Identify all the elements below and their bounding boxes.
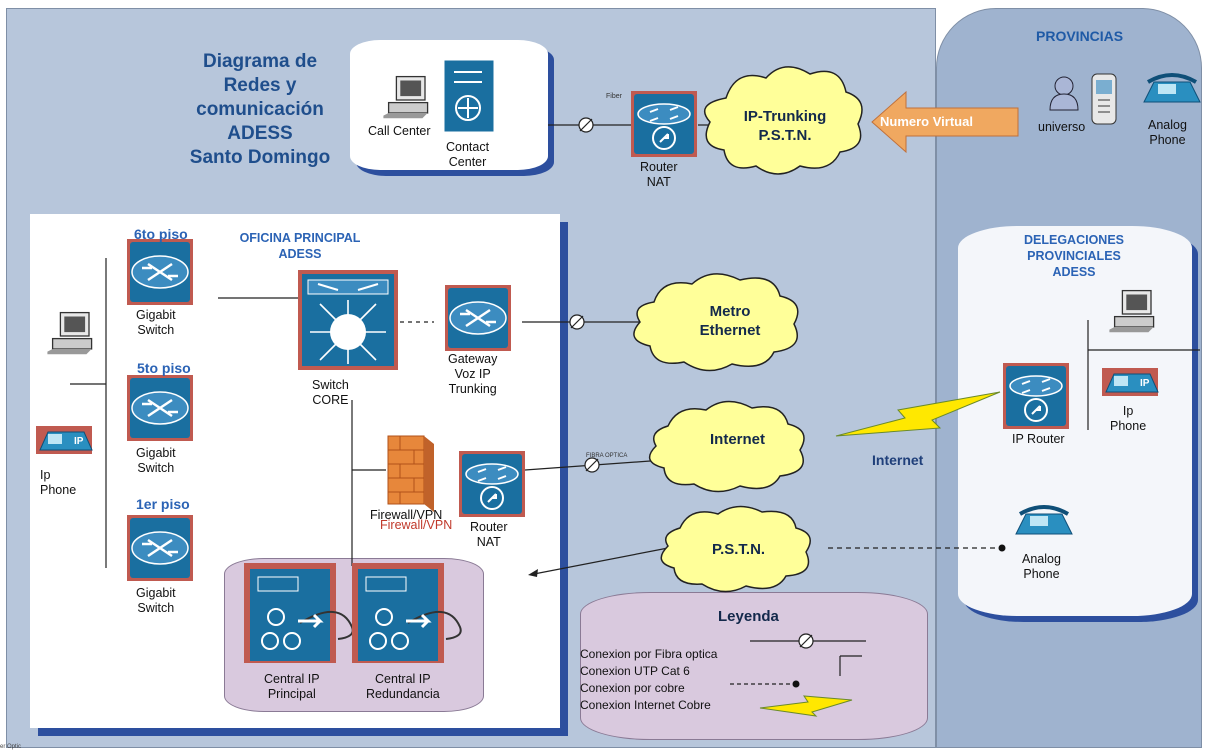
ip-router-icon — [1002, 362, 1070, 430]
switch-1er-icon — [125, 513, 195, 583]
legend-item-internet-cobre: Conexion Internet Cobre — [580, 698, 711, 712]
firewall-label: Firewall/VPN — [370, 508, 443, 522]
pc-delegacion-icon — [1108, 289, 1155, 333]
firewall-red-label: Firewall/VPN — [380, 518, 453, 532]
floor-6to-label: 6to piso — [134, 226, 188, 242]
contact-center-switch-icon — [443, 59, 495, 133]
switch-5to-icon — [125, 373, 195, 443]
switch-core-icon — [298, 270, 398, 370]
router-nat-office-icon — [458, 450, 526, 518]
universo-label: universo — [1038, 120, 1086, 134]
numero-virtual-arrow — [871, 90, 1019, 154]
pstn-cloud-label: P.S.T.N. — [712, 541, 766, 558]
router-nat-top-icon — [630, 90, 698, 158]
internet-cloud-label: Internet — [710, 431, 766, 448]
legend-item-utp: Conexion UTP Cat 6 — [580, 664, 690, 678]
fiber-small-label: Fiber — [606, 93, 622, 100]
delegaciones-cylinder — [958, 226, 1192, 616]
ip-phone-delegacion-icon — [1101, 367, 1159, 397]
analog-phone-delegacion-icon — [1014, 505, 1074, 536]
ip-router-label: IP Router — [1012, 432, 1065, 446]
central-redundancia-icon — [352, 563, 462, 663]
legend-title: Leyenda — [718, 608, 779, 625]
gateway-icon — [443, 283, 513, 353]
floor-1er-label: 1er piso — [136, 496, 190, 512]
analog-phone-prov-icon — [1142, 73, 1202, 104]
call-center-pc-icon — [382, 75, 429, 119]
internet-link-label: Internet — [872, 452, 924, 468]
pc-office-icon — [46, 311, 93, 355]
mobile-phone-icon — [1091, 73, 1117, 125]
ip-phone-office-icon — [35, 425, 93, 455]
legend-cylinder — [580, 592, 928, 740]
corner-tiny-label: er Optic — [0, 744, 22, 750]
pstn-cloud — [660, 505, 811, 593]
fibra-optica-small-label: FIBRA OPTICA — [586, 453, 628, 459]
diagram-title: Diagrama de Redes y comunicación ADESS S… — [189, 51, 331, 168]
call-center-label: Call Center — [368, 124, 431, 138]
provincias-header: PROVINCIAS — [1036, 28, 1124, 44]
legend-items: Conexion por Fibra optica Conexion UTP C… — [580, 646, 717, 714]
universo-person-icon — [1049, 76, 1079, 111]
internet-cloud — [648, 400, 805, 493]
metro-ethernet-cloud — [633, 273, 799, 372]
numero-virtual-label: Numero Virtual — [880, 114, 973, 129]
firewall-icon — [387, 435, 434, 512]
central-principal-icon — [244, 563, 354, 663]
ip-trunking-cloud — [704, 66, 863, 175]
switch-6to-icon — [125, 237, 195, 307]
floor-5to-label: 5to piso — [137, 360, 191, 376]
legend-item-cobre: Conexion por cobre — [580, 681, 685, 695]
legend-item-fibra: Conexion por Fibra optica — [580, 647, 718, 661]
